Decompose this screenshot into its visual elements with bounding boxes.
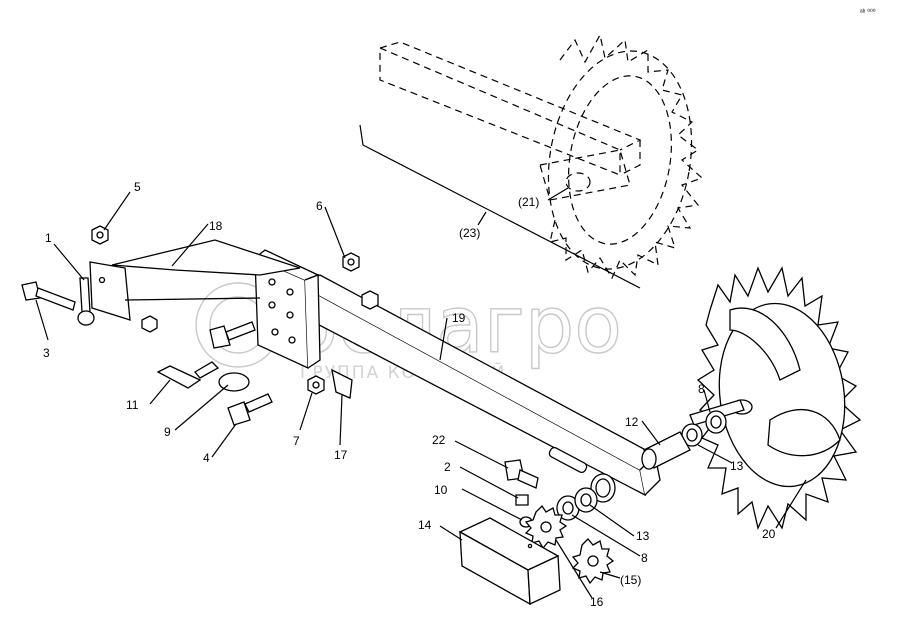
grease-fitting-22 <box>504 459 539 489</box>
label-part-2: 2 <box>444 460 451 474</box>
phantom-beam-assembly <box>379 33 704 280</box>
label-part-4: 4 <box>203 451 210 465</box>
screw-2 <box>515 494 529 506</box>
label-part-7: 7 <box>293 434 300 448</box>
cover-box-14 <box>458 517 561 606</box>
part-labels: 5 1 18 3 6 11 9 4 7 17 19 (21) (23) 12 8… <box>43 8 876 609</box>
phantom-link-line <box>362 144 641 289</box>
sprocket-15 <box>571 538 615 585</box>
bolt-4 <box>227 393 273 426</box>
arm-slot <box>548 446 588 474</box>
label-part-13-lower: 13 <box>636 529 650 543</box>
label-part-12: 12 <box>625 415 639 429</box>
label-part-16: 16 <box>590 595 604 609</box>
label-part-8-lower: 8 <box>641 551 648 565</box>
lock-pin-11 <box>156 361 220 389</box>
label-part-23: (23) <box>459 226 480 240</box>
eye-bolt-1 <box>77 277 95 326</box>
label-part-17: 17 <box>334 448 348 462</box>
label-part-18: 18 <box>209 219 223 233</box>
label-part-14: 14 <box>418 518 432 532</box>
label-part-3: 3 <box>43 346 50 360</box>
leader-lines <box>35 187 807 599</box>
label-part-6: 6 <box>316 199 323 213</box>
bracket <box>89 239 301 321</box>
plate-bolt <box>209 321 256 349</box>
nut-right <box>361 290 379 310</box>
label-part-1: 1 <box>45 231 52 245</box>
clamp-17 <box>331 368 353 399</box>
label-part-10: 10 <box>434 483 448 497</box>
label-part-13-upper: 13 <box>730 459 744 473</box>
label-part-22: 22 <box>432 433 446 447</box>
mounting-plate <box>254 249 321 370</box>
nut-bracket <box>141 315 158 333</box>
label-part-11: 11 <box>126 398 139 412</box>
label-part-5: 5 <box>134 180 141 194</box>
label-part-8-upper: 8 <box>698 382 705 396</box>
phantom-link-end <box>359 124 364 146</box>
star-wheel-20 <box>696 266 862 531</box>
label-part-15: (15) <box>620 573 641 587</box>
corner-code: ᵃᵇ ⁰⁰⁰ <box>860 8 876 16</box>
label-part-21: (21) <box>518 195 539 209</box>
label-part-20: 20 <box>762 527 776 541</box>
sprocket-16 <box>524 504 568 550</box>
label-part-9: 9 <box>164 425 171 439</box>
label-part-19: 19 <box>452 311 466 325</box>
bolt-3 <box>21 281 76 311</box>
